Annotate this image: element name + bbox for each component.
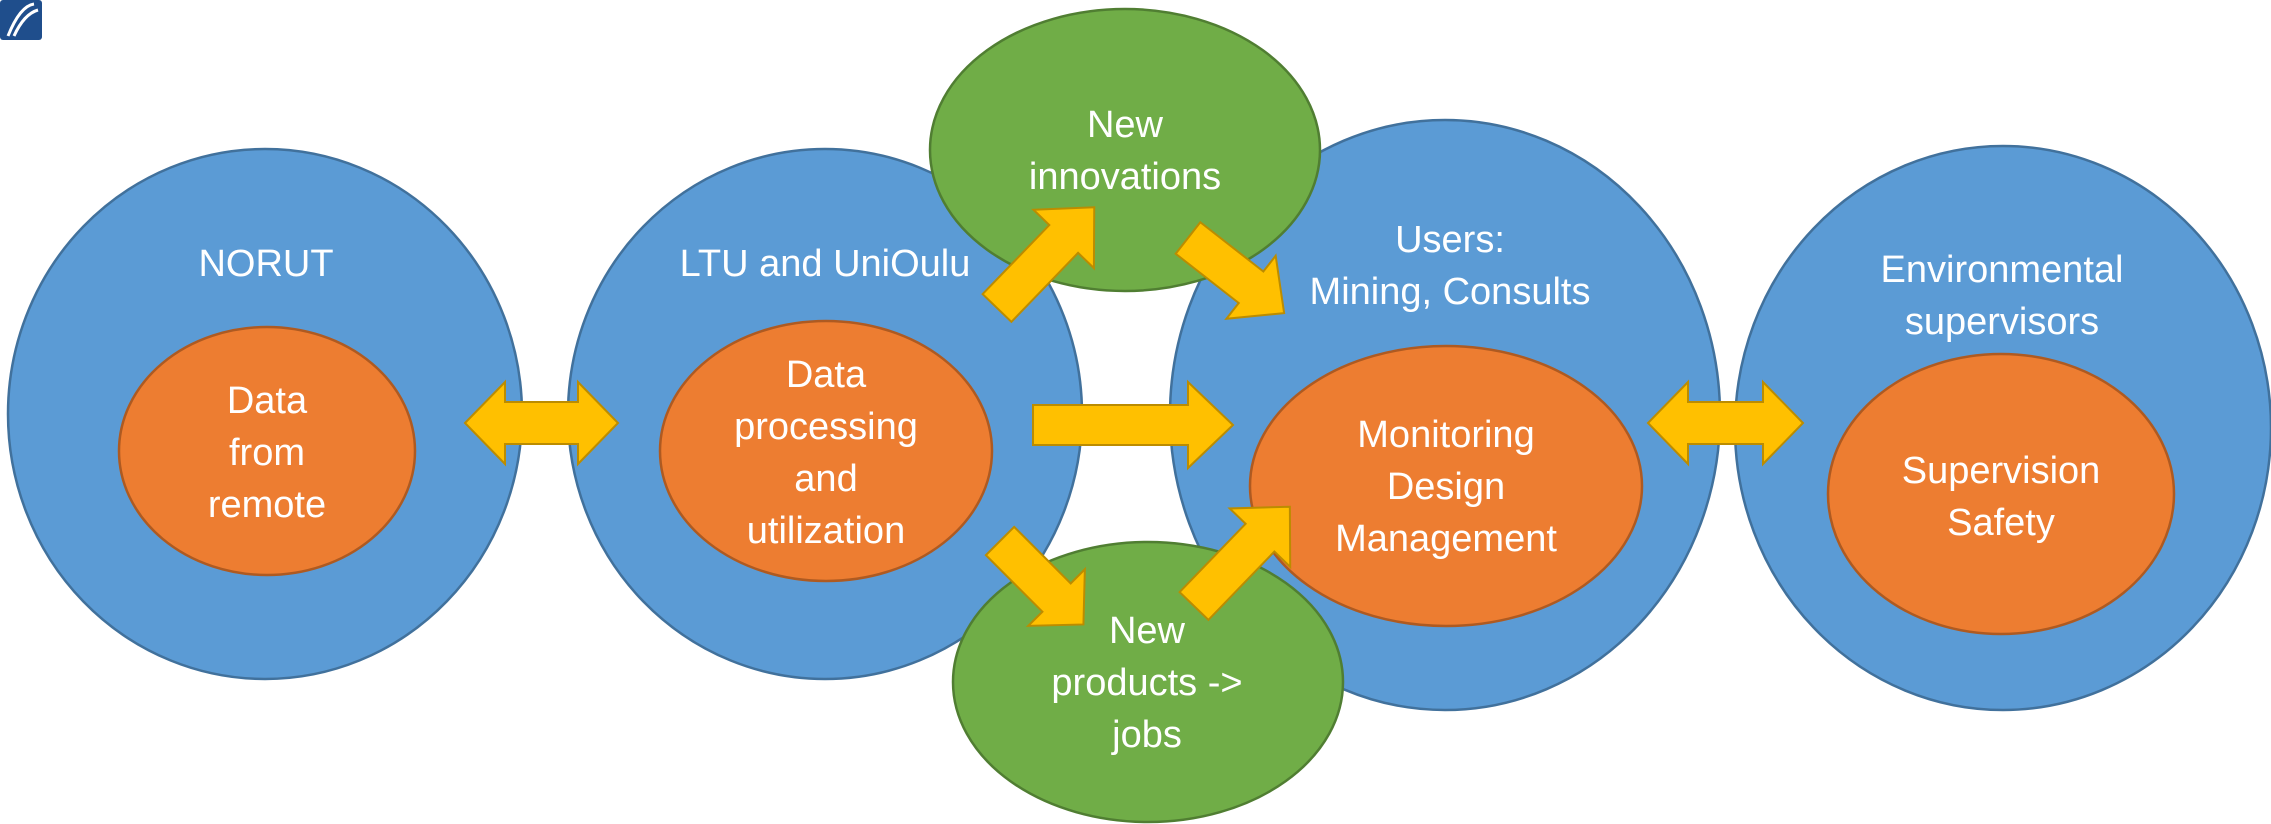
arrow-ltu-to-users	[1032, 379, 1235, 471]
core-ellipse-users	[1248, 344, 1644, 628]
double-arrow-users-environmental	[1646, 379, 1805, 467]
outcome-label-products-line-2: products ->	[1051, 662, 1242, 704]
stakeholder-title-environmental-line-2: supervisors	[1905, 301, 2099, 343]
arrow-innovations-to-users	[1174, 220, 1286, 320]
outcome-label-products-line-3: jobs	[1111, 714, 1182, 756]
outcome-circle-innovations	[928, 7, 1322, 293]
arrow-ltu-to-innovations	[981, 206, 1096, 324]
core-label-environmental-line-2: Safety	[1947, 502, 2055, 544]
outcome-label-innovations-line-1: New	[1087, 104, 1164, 146]
core-label-norut-line-3: remote	[208, 484, 326, 526]
stakeholder-title-norut-line-1: NORUT	[198, 243, 333, 285]
university-logo-icon	[0, 0, 42, 40]
stakeholder-title-users-line-1: Users:	[1395, 219, 1505, 261]
core-label-ltu-line-2: processing	[734, 406, 918, 448]
double-arrow-norut-ltu	[463, 379, 620, 467]
stakeholder-title-users-line-2: Mining, Consults	[1310, 271, 1591, 313]
arrow-ltu-to-products	[984, 525, 1086, 627]
core-label-users-line-2: Design	[1387, 466, 1505, 508]
core-label-norut-line-2: from	[229, 432, 305, 474]
core-ellipse-environmental	[1826, 352, 2176, 636]
core-ellipse-ltu	[658, 319, 994, 583]
outcome-label-innovations-line-2: innovations	[1029, 156, 1221, 198]
arrow-products-to-users	[1178, 505, 1292, 622]
stakeholder-title-ltu-line-1: LTU and UniOulu	[680, 243, 971, 285]
core-label-ltu-line-1: Data	[786, 354, 867, 396]
core-ellipse-norut	[117, 325, 417, 577]
outcome-label-products-line-1: New	[1109, 610, 1186, 652]
core-label-norut-line-1: Data	[227, 380, 308, 422]
core-label-ltu-line-4: utilization	[747, 510, 905, 552]
core-label-ltu-line-3: and	[794, 458, 857, 500]
core-label-users-line-3: Management	[1335, 518, 1557, 560]
core-label-environmental-line-1: Supervision	[1902, 450, 2101, 492]
stakeholder-title-environmental-line-1: Environmental	[1881, 249, 2124, 291]
core-label-users-line-1: Monitoring	[1357, 414, 1534, 456]
